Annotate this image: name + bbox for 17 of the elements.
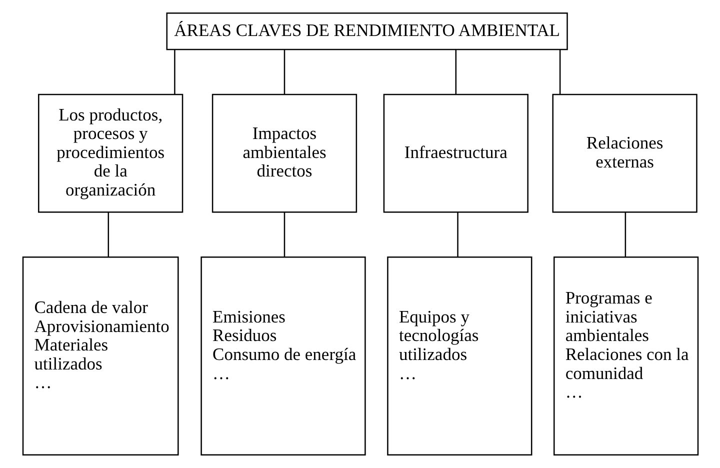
node-box: Equipos y tecnologías utilizados …	[386, 256, 532, 456]
node-box: Emisiones Residuos Consumo de energía …	[200, 256, 366, 456]
node-box: Los productos, procesos y procedimientos de la organización	[38, 94, 183, 213]
connector	[174, 50, 175, 94]
connector	[283, 212, 285, 258]
connector	[624, 212, 626, 258]
node-box: Cadena de valor Aprovisionamiento Materiales utilizados …	[22, 256, 178, 456]
connector	[107, 212, 109, 258]
connector	[454, 50, 456, 94]
node-box: Infraestructura	[382, 94, 528, 213]
connector	[456, 212, 458, 258]
node-box: Relaciones externas	[552, 94, 697, 213]
connector	[558, 50, 560, 94]
node-box: ÁREAS CLAVES DE RENDIMIENTO AMBIENTAL	[166, 12, 568, 50]
node-box: Programas e iniciativas ambientales Relaciones con la comunidad …	[553, 256, 698, 456]
node-box: Impactos ambientales directos	[211, 94, 357, 213]
connector	[283, 50, 285, 94]
